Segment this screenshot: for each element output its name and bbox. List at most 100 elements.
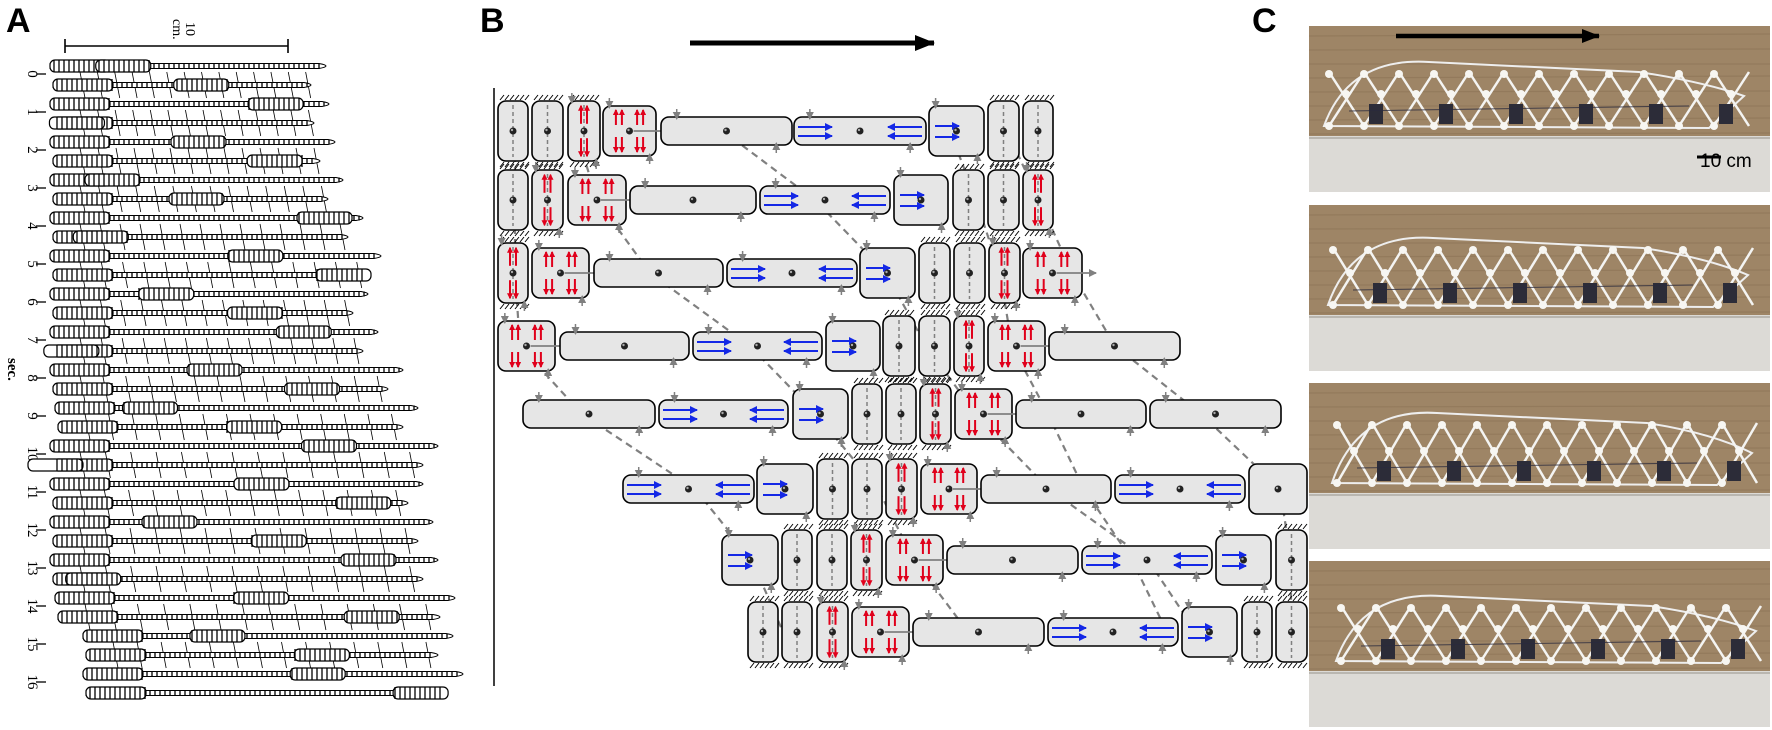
robot-segment xyxy=(816,594,849,670)
robot-segment xyxy=(1275,523,1308,597)
segment-rows xyxy=(497,93,1308,670)
frame-tick-label: 9 xyxy=(24,412,40,420)
robot-segment xyxy=(980,467,1112,511)
robot-segment xyxy=(692,324,823,368)
robot-segment xyxy=(756,456,814,522)
segment-row xyxy=(497,162,1055,238)
time-axis-unit: sec. xyxy=(4,358,20,381)
robot-segment xyxy=(1149,392,1282,436)
worm-body xyxy=(49,97,330,111)
robot-segment xyxy=(781,595,814,669)
worm-body xyxy=(49,135,336,149)
robot-segment xyxy=(497,163,530,237)
worm-body xyxy=(57,420,404,434)
robot-lattice xyxy=(1334,594,1763,665)
worm-body xyxy=(52,534,419,548)
robot-segment xyxy=(721,527,779,593)
frame-tick-label: 1 xyxy=(24,108,40,116)
robot-segment xyxy=(885,377,918,451)
scale-bar-unit: cm. xyxy=(169,19,184,40)
panel-a-label: A xyxy=(6,2,31,40)
robot-segment xyxy=(726,251,858,295)
robot-segment xyxy=(987,94,1020,168)
scale-bar xyxy=(64,39,289,53)
robot-segment xyxy=(816,452,849,526)
robot-segment xyxy=(497,313,570,379)
frame-tick-label: 0 xyxy=(24,70,40,78)
frame-tick-label: 6 xyxy=(24,298,40,306)
robot-segment xyxy=(1114,467,1246,511)
robot-segment xyxy=(1047,610,1179,654)
worm-body xyxy=(52,230,349,244)
frame-tick-label: 11 xyxy=(24,485,40,499)
frame-tick-label: 13 xyxy=(24,561,40,576)
robot-segment xyxy=(497,94,530,168)
worm-body xyxy=(49,249,382,263)
robot-segment xyxy=(953,236,986,310)
robot-segment xyxy=(816,523,849,597)
frame-tick-label: 2 xyxy=(24,146,40,154)
robot-segment xyxy=(885,451,918,527)
robot-segment xyxy=(851,377,884,451)
robot-segment xyxy=(1015,392,1147,436)
worm-body xyxy=(85,686,449,700)
frame-tick-label: 7 xyxy=(24,336,40,344)
worm-body xyxy=(52,154,321,168)
robot-segment xyxy=(953,308,986,384)
robot-segment xyxy=(987,313,1060,379)
segment-row xyxy=(721,522,1308,598)
worm-body xyxy=(49,439,439,453)
robot-segment xyxy=(1181,599,1238,665)
panel-b-label: B xyxy=(480,2,505,40)
worm-body xyxy=(52,192,329,206)
worm-body xyxy=(49,363,404,377)
frame-tick-label: 4 xyxy=(24,222,40,230)
frame-tick-label: 3 xyxy=(24,184,40,192)
robot-photo-drawing xyxy=(1309,383,1770,549)
robot-lattice xyxy=(1322,60,1751,130)
worm-body xyxy=(85,648,439,662)
worm-body xyxy=(52,78,312,92)
robot-segment xyxy=(781,523,814,597)
robot-segment xyxy=(792,381,849,447)
robot-segment xyxy=(497,235,530,311)
robot-segment xyxy=(1048,324,1181,368)
robot-segment xyxy=(952,163,985,237)
robot-segment xyxy=(918,236,951,310)
segment-row xyxy=(747,594,1308,670)
worm-body xyxy=(52,306,354,320)
robot-segment xyxy=(850,522,883,598)
panel-c-label: C xyxy=(1252,2,1277,40)
robot-segment xyxy=(593,251,724,295)
worm-body xyxy=(49,211,364,225)
robot-segment xyxy=(919,376,952,452)
worm-body xyxy=(52,382,389,396)
worm-body xyxy=(82,667,464,681)
segment-row xyxy=(497,93,1055,169)
worm-body xyxy=(54,591,456,605)
robot-segment xyxy=(559,324,690,368)
robot-segment xyxy=(1275,595,1308,669)
segment-row xyxy=(522,376,1282,452)
worm-body xyxy=(49,287,369,301)
robot-segment xyxy=(893,167,949,233)
robot-segment xyxy=(629,178,757,222)
robot-segment xyxy=(602,98,671,164)
robot-segment xyxy=(859,240,916,306)
robot-segment xyxy=(882,309,916,383)
worm-body xyxy=(49,173,344,187)
worm-body xyxy=(49,553,439,567)
worm-body xyxy=(52,572,424,586)
robot-photo-4 xyxy=(1309,561,1770,727)
robot-segment xyxy=(658,392,789,436)
robot-segment xyxy=(851,452,884,526)
robot-segment xyxy=(1022,240,1097,306)
robot-segment xyxy=(660,109,793,153)
worm-body xyxy=(49,515,434,529)
robot-segment xyxy=(1022,162,1055,238)
robot-segment xyxy=(851,599,924,665)
robot-segment xyxy=(988,235,1021,311)
worm-body xyxy=(27,458,424,472)
